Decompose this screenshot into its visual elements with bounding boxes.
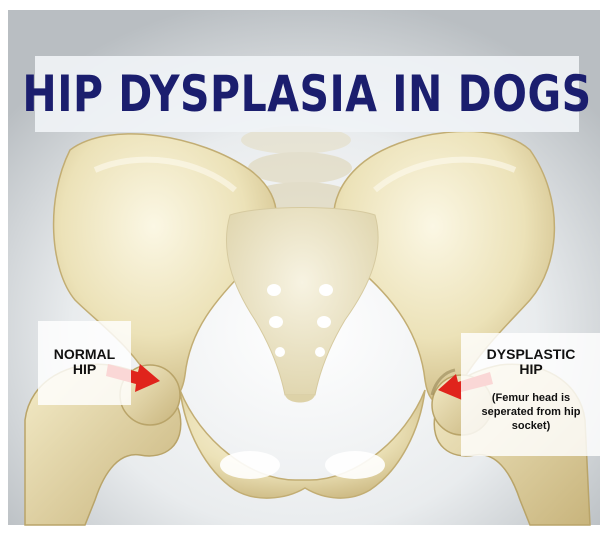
dysplastic-hip-label: DYSPLASTIC HIP (Femur head is seperated … <box>461 333 601 456</box>
dysplastic-note-line1: (Femur head is <box>461 391 601 405</box>
dysplastic-note-line2: seperated from hip <box>461 405 601 419</box>
title-banner: HIP DYSPLASIA IN DOGS <box>35 56 579 132</box>
page-title: HIP DYSPLASIA IN DOGS <box>22 65 591 124</box>
dysplastic-note-line3: socket) <box>461 419 601 433</box>
normal-hip-label-line1: NORMAL <box>38 347 131 362</box>
dysplastic-hip-label-line2: HIP <box>461 362 601 377</box>
normal-hip-label: NORMAL HIP <box>38 321 131 405</box>
dysplastic-hip-label-line1: DYSPLASTIC <box>461 347 601 362</box>
normal-hip-label-line2: HIP <box>38 362 131 377</box>
